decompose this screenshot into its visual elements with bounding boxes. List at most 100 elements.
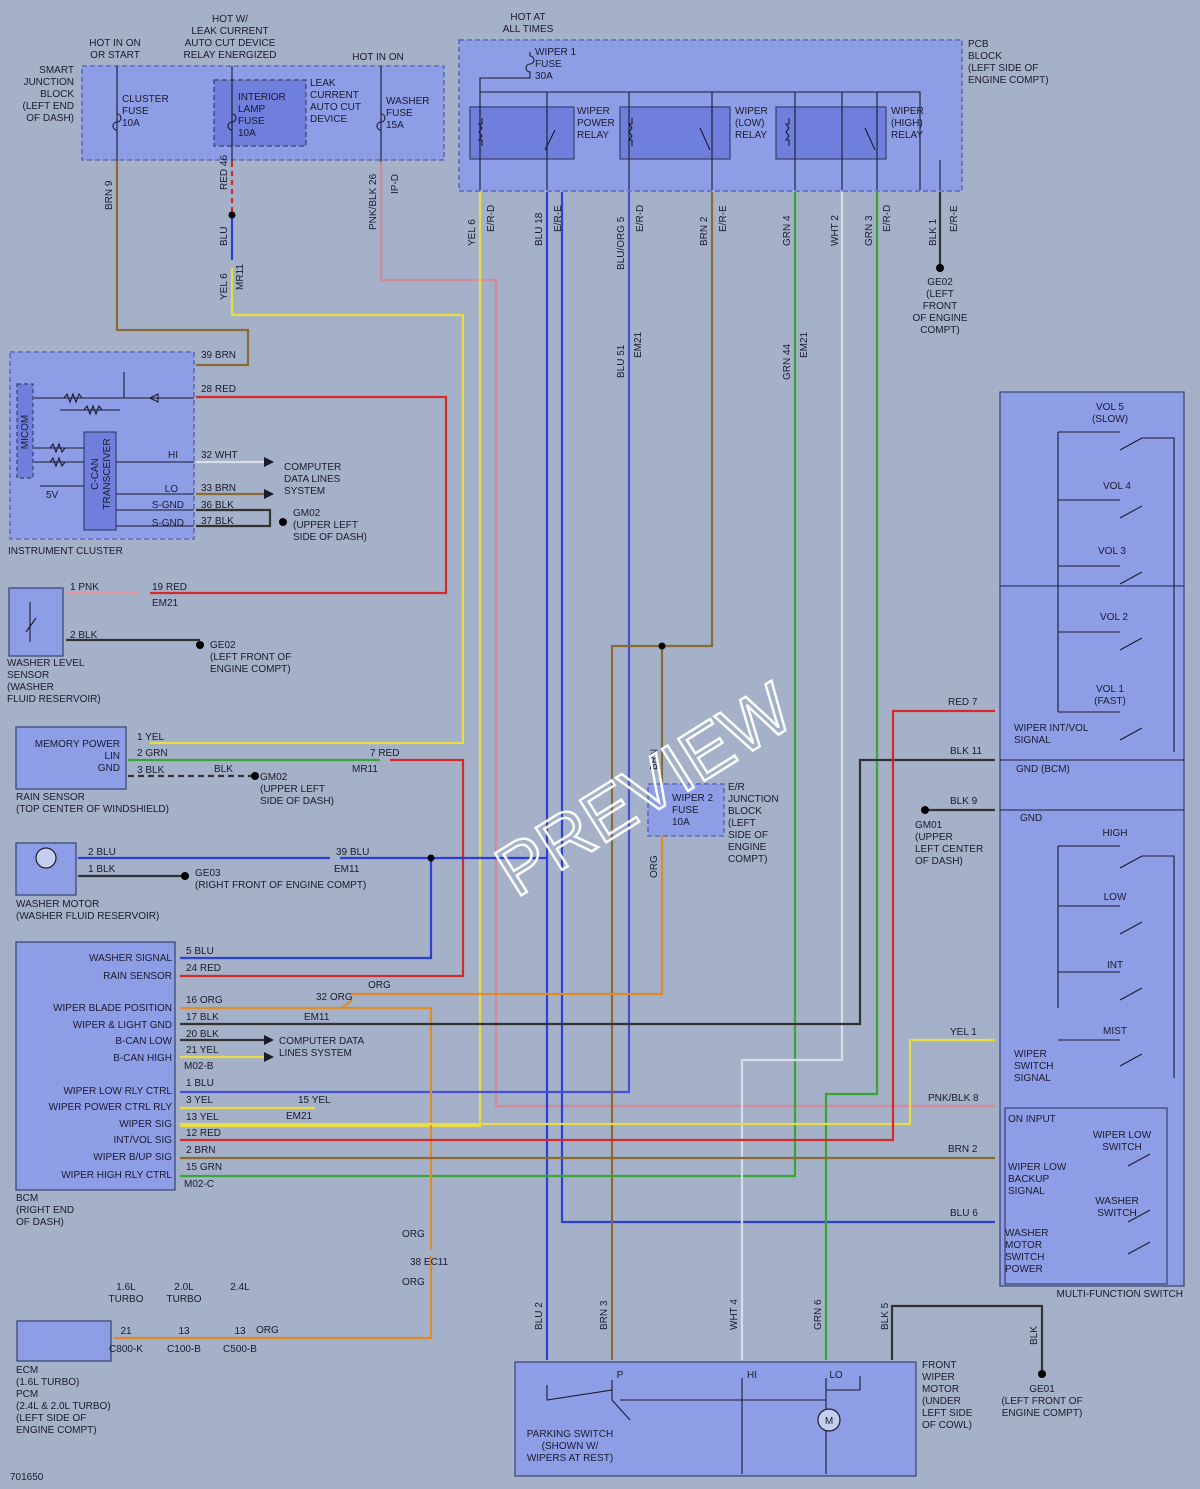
wire-org-ec11 <box>114 1256 433 1340</box>
wire-label: YEL 6 <box>219 273 230 300</box>
wire-label: 3 YEL <box>186 1095 213 1106</box>
wire-label: EM11 <box>334 864 360 875</box>
wire-label: E/R-E <box>949 205 960 232</box>
wire-label: 17 BLK <box>186 1012 219 1023</box>
bcm-pin-label: B-CAN LOW <box>115 1036 172 1047</box>
wire-label: YEL 6 <box>467 219 478 246</box>
cluster-pin-sgnd: S-GND <box>152 500 184 511</box>
wire-label: BLU/ORG 5 <box>616 216 627 270</box>
bcm-pin-label: WIPER POWER CTRL RLY <box>49 1102 173 1113</box>
wire-label: RED 46 <box>219 155 230 190</box>
wire-label: 38 EC11 <box>410 1257 449 1268</box>
wire-yel-13 <box>180 1038 995 1126</box>
multi-function-switch-box <box>999 391 1185 587</box>
ccan-transceiver-block <box>83 431 117 531</box>
wire-label: 32 ORG <box>316 992 353 1003</box>
wire-label: 2 GRN <box>137 748 168 759</box>
wire-blk-37 <box>196 518 272 528</box>
bcm-pin-label: WIPER B/UP SIG <box>93 1152 172 1163</box>
figure-id: 701650 <box>10 1472 44 1483</box>
wire-label: 15 YEL <box>298 1095 331 1106</box>
label-instrument-cluster: INSTRUMENT CLUSTER <box>8 546 123 557</box>
label-parking-switch: PARKING SWITCH(SHOWN W/WIPERS AT REST) <box>527 1429 613 1464</box>
wire-label: ORG <box>402 1229 425 1240</box>
wire-label: WHT 4 <box>729 1299 740 1330</box>
wire-yel-mr11 <box>150 268 465 745</box>
wire-label: BLU 18 <box>534 212 545 246</box>
wire-label: BRN <box>649 749 660 770</box>
ecm-variant-conn: C800-K <box>109 1344 143 1355</box>
wire-label: PNK/BLK 26 <box>368 173 379 230</box>
wire-label: E/R-D <box>882 205 893 232</box>
ecm-variant-pin: 13 <box>234 1326 246 1337</box>
ecm-variant-pin: 13 <box>178 1326 190 1337</box>
wire-label: EM11 <box>304 1012 330 1023</box>
wire-label: 36 BLK <box>201 500 234 511</box>
label-ecm: ECM(1.6L TURBO)PCM(2.4L & 2.0L TURBO)(LE… <box>16 1365 111 1436</box>
wire-label: GRN 3 <box>864 215 875 246</box>
mfs-vol-label: VOL 4 <box>1103 481 1131 492</box>
mfs-mode-label: LOW <box>1104 892 1127 903</box>
cluster-pin-lo: LO <box>165 484 179 495</box>
mfs-vol-label: VOL 2 <box>1100 612 1128 623</box>
motor-pin-label: HI <box>747 1370 757 1381</box>
wire-label: GRN 6 <box>813 1299 824 1330</box>
bcm-pin-label: WASHER SIGNAL <box>89 953 172 964</box>
label-mfs-gnd-bcm: GND (BCM) <box>1016 764 1070 775</box>
wire-grn-4 <box>180 192 797 1178</box>
wire-label: E/R-D <box>635 205 646 232</box>
wire-label: 37 BLK <box>201 516 234 527</box>
motor-pin-label: M <box>825 1416 833 1427</box>
wire-label: 20 BLK <box>186 1029 219 1040</box>
bcm-pin-label: WIPER HIGH RLY CTRL <box>61 1170 172 1181</box>
wire-label: 21 YEL <box>186 1045 219 1056</box>
label-rain-sensor: RAIN SENSOR(TOP CENTER OF WINDSHIELD) <box>16 792 169 815</box>
wire-brn-cluster <box>115 162 250 367</box>
wire-grn-3 <box>824 192 879 1360</box>
label-multi-function-switch: MULTI-FUNCTION SWITCH <box>1057 1289 1183 1300</box>
wire-org-er <box>352 836 664 996</box>
wire-label: 1 PNK <box>70 582 99 593</box>
label-washer-motor: WASHER MOTOR(WASHER FLUID RESERVOIR) <box>16 899 159 922</box>
label-wiper-high-relay: WIPER(HIGH)RELAY <box>891 106 924 141</box>
mfs-vol-label: (SLOW) <box>1092 414 1128 425</box>
ecm-box <box>16 1320 112 1362</box>
wire-label: WHT 2 <box>830 215 841 246</box>
wire-label: EM21 <box>286 1111 313 1122</box>
mfs-mode-label: MIST <box>1103 1026 1127 1037</box>
wire-label: 33 BRN <box>201 483 236 494</box>
wire-label: BLU 2 <box>534 1302 545 1330</box>
wire-label: BLK 5 <box>880 1302 891 1330</box>
wire-label: EM21 <box>799 331 810 358</box>
wiper2-fuse-box <box>647 783 725 837</box>
mfs-on-input-box <box>1004 1107 1168 1285</box>
micom-block <box>16 383 34 479</box>
wire-label: 1 YEL <box>137 732 164 743</box>
wire-label: 15 GRN <box>186 1162 222 1173</box>
mfs-vol-label: VOL 3 <box>1098 546 1126 557</box>
wire-label: BLK <box>214 764 233 775</box>
wire-red-28 <box>150 395 448 595</box>
internal-components <box>25 52 1184 1474</box>
wire-label: BLU 6 <box>950 1208 978 1219</box>
wire-label: 2 BLU <box>88 847 116 858</box>
wire-label: 13 YEL <box>186 1112 219 1123</box>
